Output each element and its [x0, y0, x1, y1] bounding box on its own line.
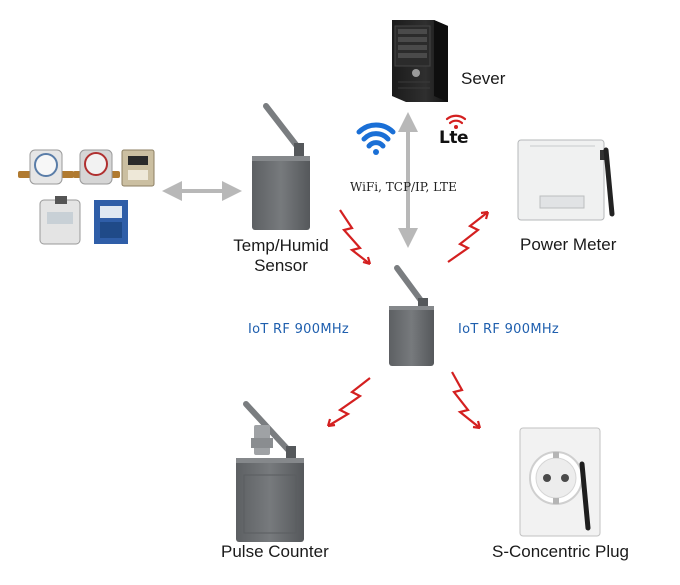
- rf-bolt: [339, 209, 371, 265]
- rf-bolt: [362, 256, 372, 266]
- server-tower: [392, 20, 448, 102]
- wifi-icon: [356, 122, 396, 155]
- power-meter-device: [517, 139, 615, 221]
- rf-bolt: [451, 371, 481, 429]
- rf-bolt: [472, 420, 482, 430]
- backhaul-protocols: WiFi, TCP/IP, LTE: [350, 180, 457, 194]
- s-plug-device: [519, 427, 601, 537]
- pulse-counter-device: [236, 401, 304, 542]
- temp-humid-label-line1: Temp/Humid: [233, 236, 329, 255]
- pulse-counter-label: Pulse Counter: [221, 542, 329, 561]
- rf-bolt: [480, 210, 490, 220]
- temp-humid-label-line2: Sensor: [254, 256, 308, 275]
- temp-humid-device: [252, 103, 310, 230]
- rf-label-right: IoT RF 900MHz: [458, 322, 560, 337]
- meters-cluster: [18, 149, 155, 245]
- s-plug-label: S-Concentric Plug: [492, 542, 630, 561]
- rf-label-left: IoT RF 900MHz: [248, 322, 350, 337]
- rf-bolt: [447, 211, 489, 263]
- gateway-device: [389, 265, 434, 366]
- power-meter-label: Power Meter: [520, 235, 617, 254]
- lte-logo: [445, 114, 467, 129]
- server-label: Sever: [461, 69, 506, 88]
- lte-logo-text: Lte: [439, 128, 469, 148]
- rf-bolt: [326, 418, 336, 428]
- rf-bolt: [327, 377, 371, 427]
- temp-humid-label: Temp/Humid Sensor: [226, 236, 336, 276]
